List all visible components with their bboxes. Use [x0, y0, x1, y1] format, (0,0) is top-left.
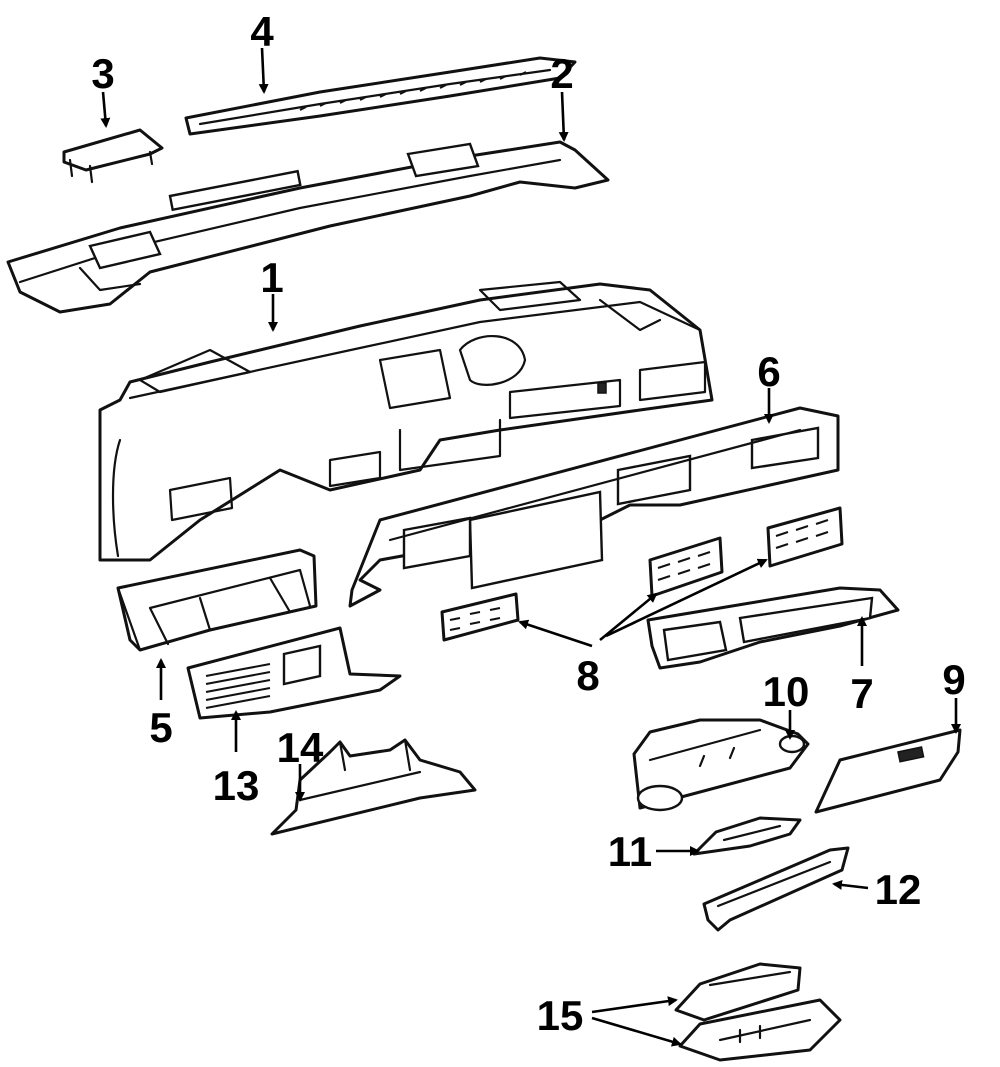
part-15-storage-tray — [674, 962, 842, 1062]
callout-4: 4 — [250, 8, 274, 55]
leader-12 — [832, 879, 869, 890]
callout-12: 12 — [875, 866, 922, 913]
part-5-knee-bolster-compartment — [116, 548, 318, 652]
part-13-lower-trim-panel — [186, 626, 402, 720]
part-3-speaker-cover — [62, 128, 164, 184]
callout-1: 1 — [260, 254, 283, 301]
part-6-cluster-trim-bezel — [348, 406, 840, 608]
part-4-defroster-grille — [184, 56, 577, 136]
leader-2 — [558, 91, 569, 142]
leader-3 — [100, 91, 111, 128]
part-12-bracket — [702, 846, 850, 932]
callout-6: 6 — [757, 348, 780, 395]
part-11-glove-box-latch — [692, 816, 802, 856]
callout-5: 5 — [149, 704, 172, 751]
callout-2: 2 — [550, 50, 573, 97]
leader-4 — [258, 47, 269, 94]
part-8-air-outlets — [440, 506, 844, 642]
part-7-right-trim-panel — [646, 586, 900, 670]
leader-15b — [591, 1016, 682, 1047]
leader-15a — [591, 996, 678, 1014]
callout-10: 10 — [763, 668, 810, 715]
callout-labels: 4 3 2 1 6 5 13 14 8 7 9 10 11 12 15 — [91, 8, 965, 1039]
leader-lines — [100, 47, 961, 1047]
leader-8a — [518, 619, 593, 648]
callout-9: 9 — [942, 656, 965, 703]
callout-3: 3 — [91, 50, 114, 97]
callout-13: 13 — [213, 762, 260, 809]
callout-7: 7 — [850, 670, 873, 717]
leader-8c — [605, 558, 768, 638]
part-9-glove-box-door — [814, 728, 962, 814]
leader-8b — [599, 592, 658, 642]
callout-8: 8 — [576, 652, 599, 699]
callout-11: 11 — [608, 828, 652, 875]
part-1-instrument-panel-carrier — [98, 280, 714, 562]
part-2-dash-pad — [6, 140, 610, 314]
callout-15: 15 — [537, 992, 584, 1039]
callout-14: 14 — [277, 724, 324, 771]
part-10-glove-box — [632, 718, 810, 812]
